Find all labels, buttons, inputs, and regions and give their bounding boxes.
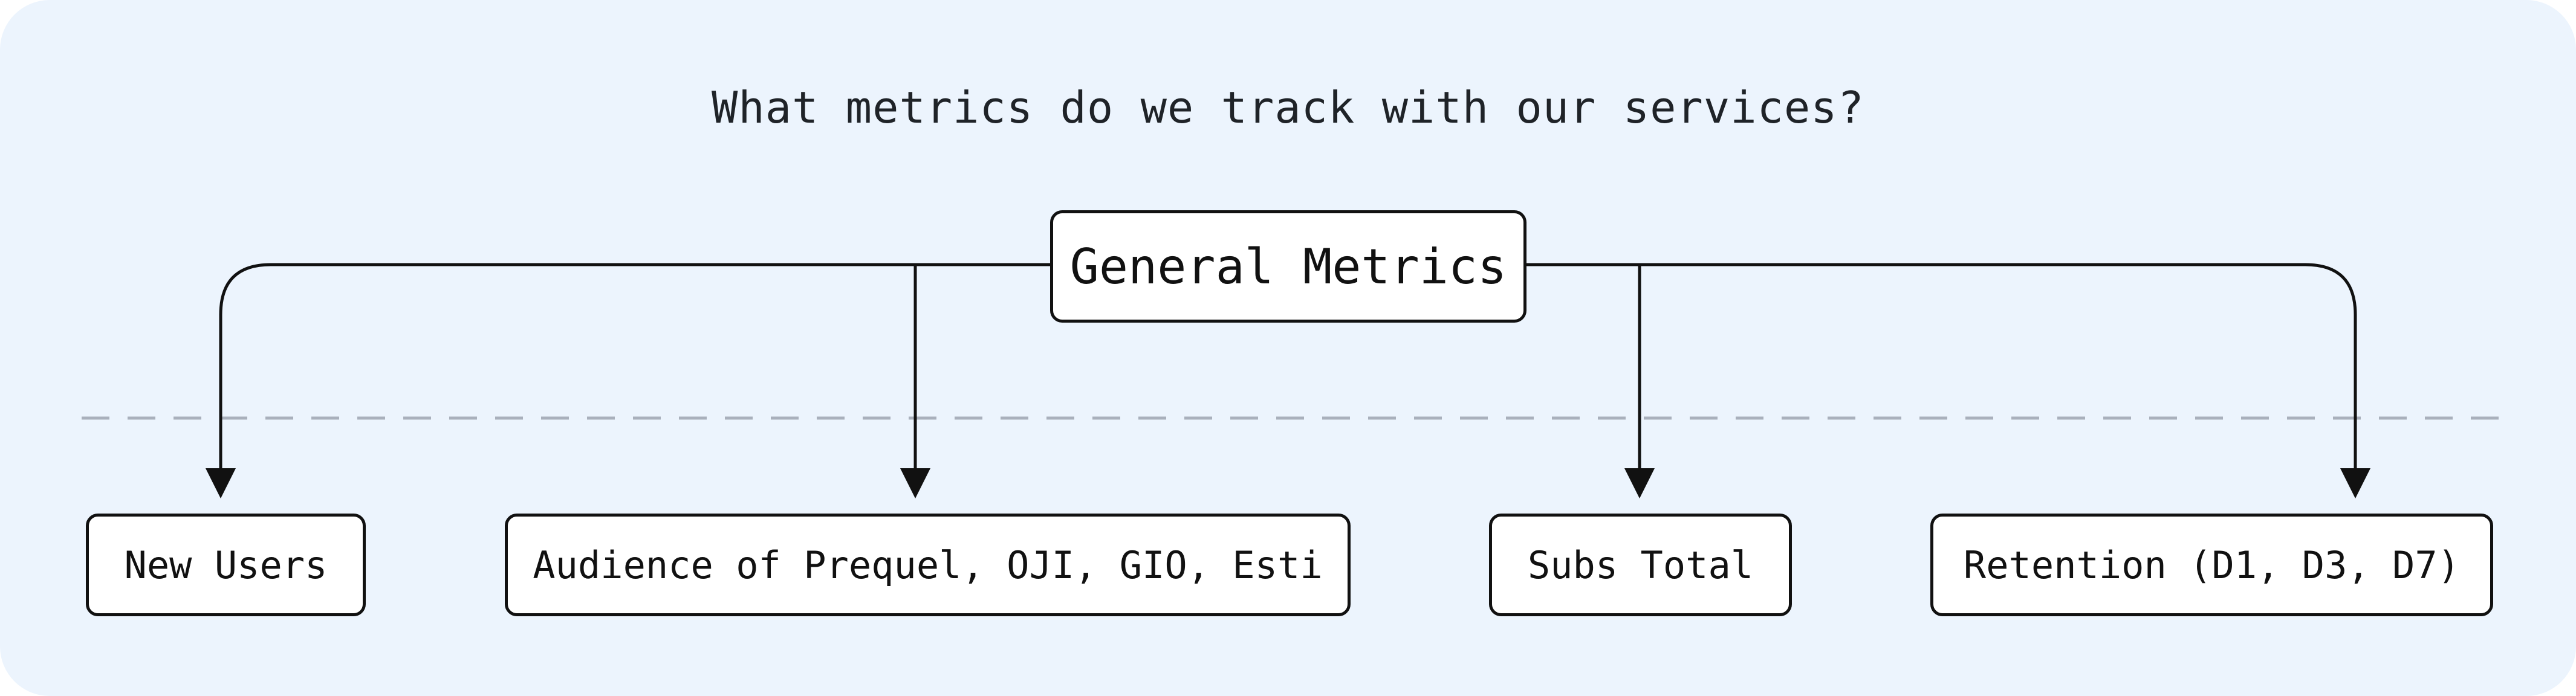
- connector-root-to-subs-total: [1526, 263, 1655, 498]
- root-node-general-metrics: General Metrics: [1050, 210, 1526, 323]
- leaf-node-new-users: New Users: [86, 514, 366, 616]
- diagram-title: What metrics do we track with our servic…: [712, 82, 1864, 133]
- leaf-node-subs-total: Subs Total: [1489, 514, 1792, 616]
- leaf-node-audience: Audience of Prequel, OJI, GIO, Esti: [505, 514, 1351, 616]
- connector-root-to-retention: [1640, 263, 2370, 498]
- connector-root-to-new-users: [206, 263, 1050, 498]
- leaf-node-retention: Retention (D1, D3, D7): [1930, 514, 2493, 616]
